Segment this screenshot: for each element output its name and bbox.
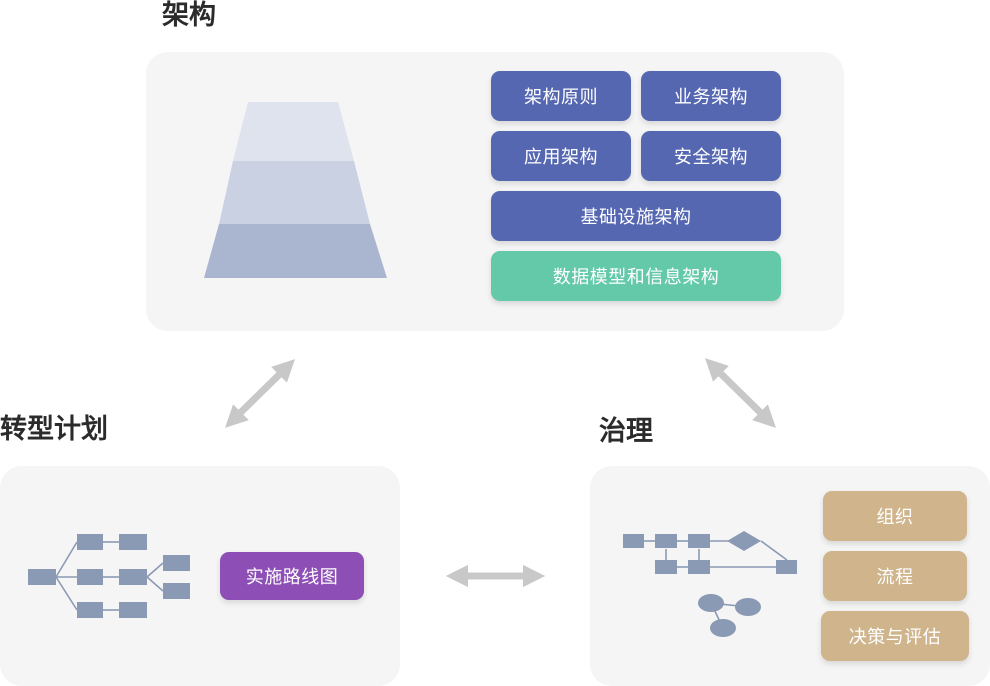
chip-data-model-architecture: 数据模型和信息架构 [491, 251, 781, 301]
chip-process: 流程 [823, 551, 967, 601]
network-node [710, 619, 736, 637]
tree-node [77, 602, 103, 618]
flow-node [776, 560, 797, 574]
arrow-architecture-transformation [225, 359, 295, 428]
arrow-architecture-governance [705, 358, 776, 428]
flow-node [655, 560, 677, 574]
tree-node [77, 569, 103, 585]
governance-title: 治理 [599, 416, 653, 447]
transformation-title: 转型计划 [0, 414, 108, 445]
pyramid-top-layer [233, 102, 354, 161]
chip-security-architecture: 安全架构 [641, 131, 781, 181]
chip-business-architecture: 业务架构 [641, 71, 781, 121]
tree-node [119, 602, 147, 618]
architecture-title: 架构 [162, 0, 216, 31]
flow-node [623, 534, 644, 548]
pyramid-bottom-layer [204, 224, 387, 278]
tree-node [163, 583, 190, 599]
chip-decision-evaluation: 决策与评估 [821, 611, 969, 661]
flow-node [688, 534, 710, 548]
tree-node [28, 569, 56, 585]
tree-node [163, 555, 190, 571]
flow-node [655, 534, 677, 548]
network-node [698, 594, 724, 612]
flow-decision-node [727, 531, 761, 551]
tree-node [119, 534, 147, 550]
chip-architecture-principles: 架构原则 [491, 71, 631, 121]
chip-implementation-roadmap: 实施路线图 [220, 552, 364, 600]
chip-application-architecture: 应用架构 [491, 131, 631, 181]
tree-node [77, 534, 103, 550]
chip-organization: 组织 [823, 491, 967, 541]
tree-node [119, 569, 147, 585]
pyramid-middle-layer [219, 161, 370, 224]
chip-infrastructure-architecture: 基础设施架构 [491, 191, 781, 241]
flow-node [688, 560, 710, 574]
network-node [735, 598, 761, 616]
